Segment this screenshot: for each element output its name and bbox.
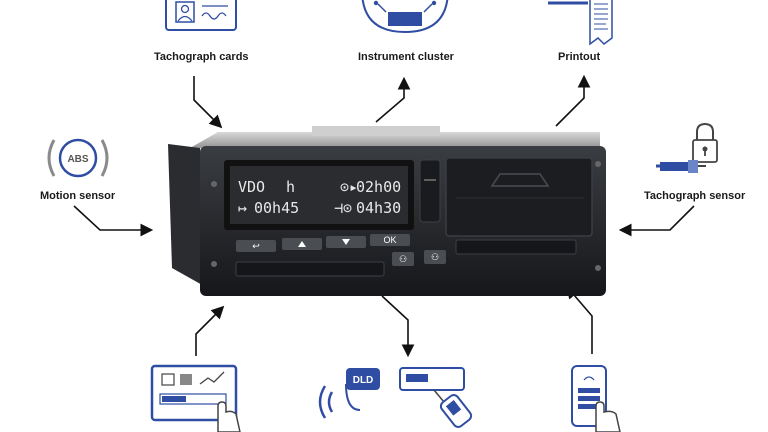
card-slot-2[interactable]	[455, 239, 577, 255]
display-line1-left: VDO	[238, 178, 265, 196]
driver-2-icon: ⚇	[431, 252, 439, 262]
smartphone-icon	[571, 365, 621, 432]
label-tachograph-sensor: Tachograph sensor	[644, 190, 746, 202]
remote-tablet-icon	[150, 364, 241, 432]
svg-text:↦: ↦	[238, 199, 247, 217]
display-line1-right: 02h00	[356, 178, 401, 196]
up-button[interactable]	[282, 238, 322, 250]
back-button[interactable]: ↩	[236, 240, 276, 252]
arrows	[73, 74, 695, 358]
lcd-display	[230, 166, 408, 224]
ok-button-label: OK	[383, 235, 396, 245]
abs-icon-text: ABS	[67, 154, 88, 165]
back-icon: ↩	[252, 241, 260, 251]
arrow-phone	[565, 285, 593, 354]
label-instrument-cluster: Instrument cluster	[358, 51, 454, 63]
svg-text:⊙▸: ⊙▸	[340, 178, 358, 196]
label-motion-sensor: Motion sensor	[40, 190, 116, 202]
driver-1-icon: ⚇	[399, 254, 407, 264]
tachograph-card-icon	[165, 0, 237, 31]
dld-download-icon: DLD	[318, 367, 473, 428]
ok-button[interactable]: OK	[370, 234, 410, 246]
arrow-motion	[73, 205, 154, 237]
down-button[interactable]	[326, 236, 366, 248]
arrow-dld	[381, 295, 415, 358]
display-line1-mid: h	[286, 178, 295, 196]
arrow-cards	[193, 76, 223, 129]
up-arrow-icon	[298, 241, 306, 247]
down-arrow-icon	[342, 239, 350, 245]
driver-1-button[interactable]: ⚇	[392, 252, 414, 266]
printout-icon	[548, 0, 613, 46]
arrow-printout	[555, 74, 591, 127]
label-tachograph-cards: Tachograph cards	[154, 51, 249, 63]
arrow-sensor	[618, 205, 695, 237]
label-printout: Printout	[558, 51, 601, 63]
card-slot-1[interactable]	[235, 261, 385, 277]
driver-2-button[interactable]: ⚇	[424, 250, 446, 264]
tachograph-sensor-icon	[656, 122, 718, 173]
tachograph-device: VDO h ⊙▸ 02h00 ↦ 00h45 ⊣⊙ 04h30 ↩ OK	[168, 126, 606, 296]
arrow-cluster	[375, 76, 411, 123]
arrow-tablet	[195, 305, 225, 356]
instrument-cluster-icon	[361, 0, 449, 34]
display-line2-left: 00h45	[254, 199, 299, 217]
svg-text:⊣⊙: ⊣⊙	[334, 199, 352, 217]
display-line2-right: 04h30	[356, 199, 401, 217]
dld-icon-text: DLD	[353, 375, 374, 386]
abs-sensor-icon: ABS	[47, 138, 109, 178]
